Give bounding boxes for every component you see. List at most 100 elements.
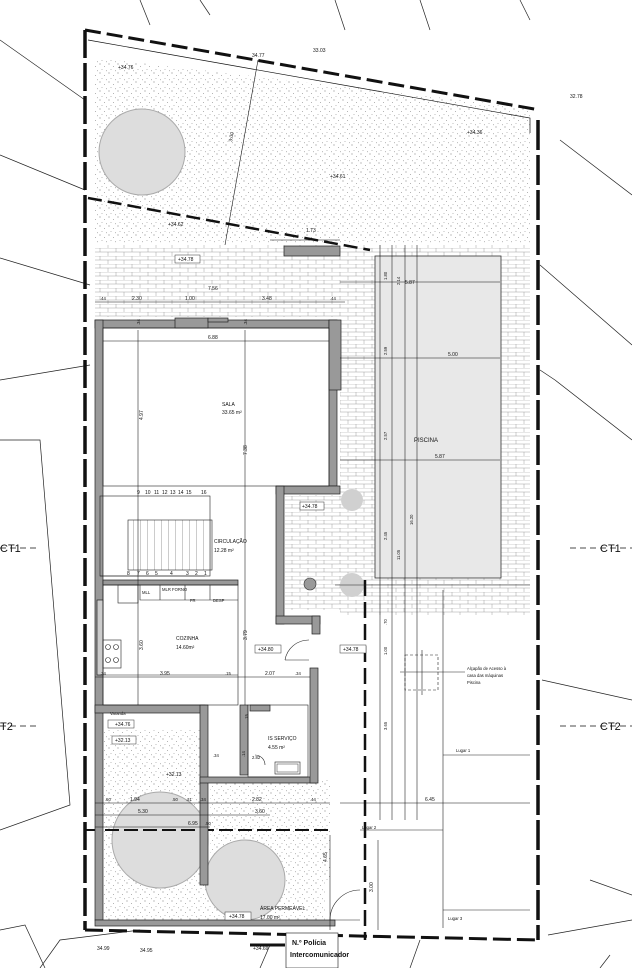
dim-2-57: 2.57 (383, 431, 388, 440)
level-garage-entry: +34.78 (343, 647, 359, 653)
level-permeavel: +34.78 (229, 914, 245, 920)
top-value-2: 33.03 (313, 48, 326, 54)
dim-015: .15 (225, 671, 231, 676)
bottom-value-1: 34.99 (97, 946, 110, 952)
dim-034-c: .34 (100, 671, 106, 676)
stair-number: 11 (154, 490, 159, 496)
dim-034-d: .34 (295, 671, 301, 676)
room-sala-area: 33.65 m² (222, 410, 242, 416)
stair-number: 16 (201, 490, 207, 496)
stair-number: 3 (186, 571, 189, 577)
annotation-line-3: Piscina (467, 680, 481, 685)
section-ct2-left: T2 (0, 721, 13, 733)
dim-2-82-b: 2.82 (252, 797, 262, 803)
section-ct1-right: CT1 (600, 543, 621, 555)
level-corridor: +34.80 (258, 647, 274, 653)
appliance-fr: FR (190, 598, 196, 603)
building-walls (94, 245, 342, 927)
dim-1-80: 1.80 (383, 271, 388, 280)
dim-3-60-b: 3.60 (255, 809, 265, 815)
level-lower-2: +32.13 (166, 772, 182, 778)
dim-1-73: 1.73 (306, 228, 316, 234)
stair-number: 6 (146, 571, 149, 577)
place-lugar-2: Lugar 2 (362, 825, 377, 830)
dim-044-c: .44 (310, 797, 316, 802)
appliance-desp: DESP (213, 598, 225, 603)
dim-2-82-a: 2.82 (252, 755, 261, 760)
dim-1-00: 1.00 (185, 296, 195, 302)
dim-045: .15 (244, 714, 249, 720)
section-markers (0, 547, 632, 727)
dim-3-65: 3.65 (383, 721, 388, 730)
level-boxes (107, 254, 367, 921)
stairs-lower-numbers: 8 7 6 5 4 3 2 1 (127, 571, 207, 577)
dim-3-95: 3.95 (160, 671, 170, 677)
dim-034-f: .34 (200, 797, 206, 802)
section-ct1-left: CT1 (0, 543, 21, 555)
level-entrance: +34.69 (253, 946, 269, 952)
room-area-permeavel-area: 17.00 m² (260, 915, 280, 921)
police-number-label: N.º Polícia (292, 940, 326, 947)
dim-2-59: 2.59 (383, 346, 388, 355)
dim-044-b: .44 (330, 296, 336, 301)
entrance (250, 932, 339, 968)
dimension-lines (95, 239, 530, 930)
dim-050-b: .50 (172, 797, 178, 802)
dim-4-97: 4.97 (139, 410, 145, 420)
dim-3-00-b: 3.00 (369, 882, 375, 892)
dim-034-e: .34 (213, 753, 219, 758)
room-sala-name: SALA (222, 402, 235, 408)
dim-070: .70 (383, 619, 388, 625)
level-right-top: +34.36 (467, 130, 483, 136)
appliance-mll: MLL (142, 590, 151, 595)
dim-2-30: 2.30 (132, 296, 142, 302)
stairs-upper-numbers: 9 10 11 12 13 14 15 16 (137, 490, 207, 496)
dim-3-60: 3.60 (139, 640, 145, 650)
dim-050-c: .50 (205, 821, 211, 826)
stair-number: 15 (186, 490, 192, 496)
intercom-label: Intercomunicador (290, 952, 349, 959)
room-circulacao-name: CIRCULAÇÃO (214, 538, 247, 545)
stair-number: 14 (178, 490, 184, 496)
level-patio: +34.78 (302, 504, 318, 510)
stair-number: 1 (204, 571, 207, 577)
dim-3-79: 3.79 (243, 630, 249, 640)
room-is-servico-area: 4.55 m² (268, 745, 285, 751)
place-lugar-1: Lugar 1 (456, 748, 471, 753)
dim-11-05: 11.05 (396, 549, 401, 560)
stair-number: 9 (137, 490, 140, 496)
pool (303, 255, 502, 597)
dim-7-38: 7.38 (243, 445, 249, 455)
place-lugar-3: Lugar 3 (448, 916, 463, 921)
dim-031: .31 (186, 797, 192, 802)
room-cozinha-name: COZINHA (176, 636, 199, 642)
dim-6-45: 6.45 (425, 797, 435, 803)
dim-5-30: 5.30 (138, 809, 148, 815)
garden-areas (95, 58, 530, 923)
level-lower-1: +32.13 (115, 738, 131, 744)
dim-5-87-mid: 5.87 (435, 454, 445, 460)
dim-diagonal: 3.00 (228, 132, 236, 143)
labels: +34.76 34.77 33.03 32.78 +34.36 +34.61 +… (0, 48, 621, 959)
appliance-mlr-forno: MLR FORNO (162, 587, 188, 592)
room-cozinha-area: 14.60m² (176, 645, 195, 651)
annotation-line-1: Alçapão de Acesso à (467, 666, 507, 671)
stair-number: 12 (162, 490, 168, 496)
dim-6-95: 6.95 (188, 821, 198, 827)
stair-number: 4 (170, 571, 173, 577)
room-is-servico-name: IS SERVIÇO (268, 736, 297, 742)
dim-2-45: 2.45 (383, 531, 388, 540)
level-garden-center: +34.61 (330, 174, 346, 180)
level-top-left: +34.76 (118, 65, 134, 71)
section-ct2-right: CT2 (600, 721, 621, 733)
dim-044-a: .44 (100, 296, 106, 301)
dim-3-48: 3.48 (262, 296, 272, 302)
dim-1-00-v: 1.00 (383, 646, 388, 655)
stair-number: 2 (195, 571, 198, 577)
dim-16-20: 16.20 (409, 514, 414, 525)
parking-places (335, 584, 530, 928)
dim-034-a: .34 (136, 319, 141, 325)
top-value-1: 34.77 (252, 53, 265, 59)
dim-2-14: 2.14 (396, 276, 401, 285)
